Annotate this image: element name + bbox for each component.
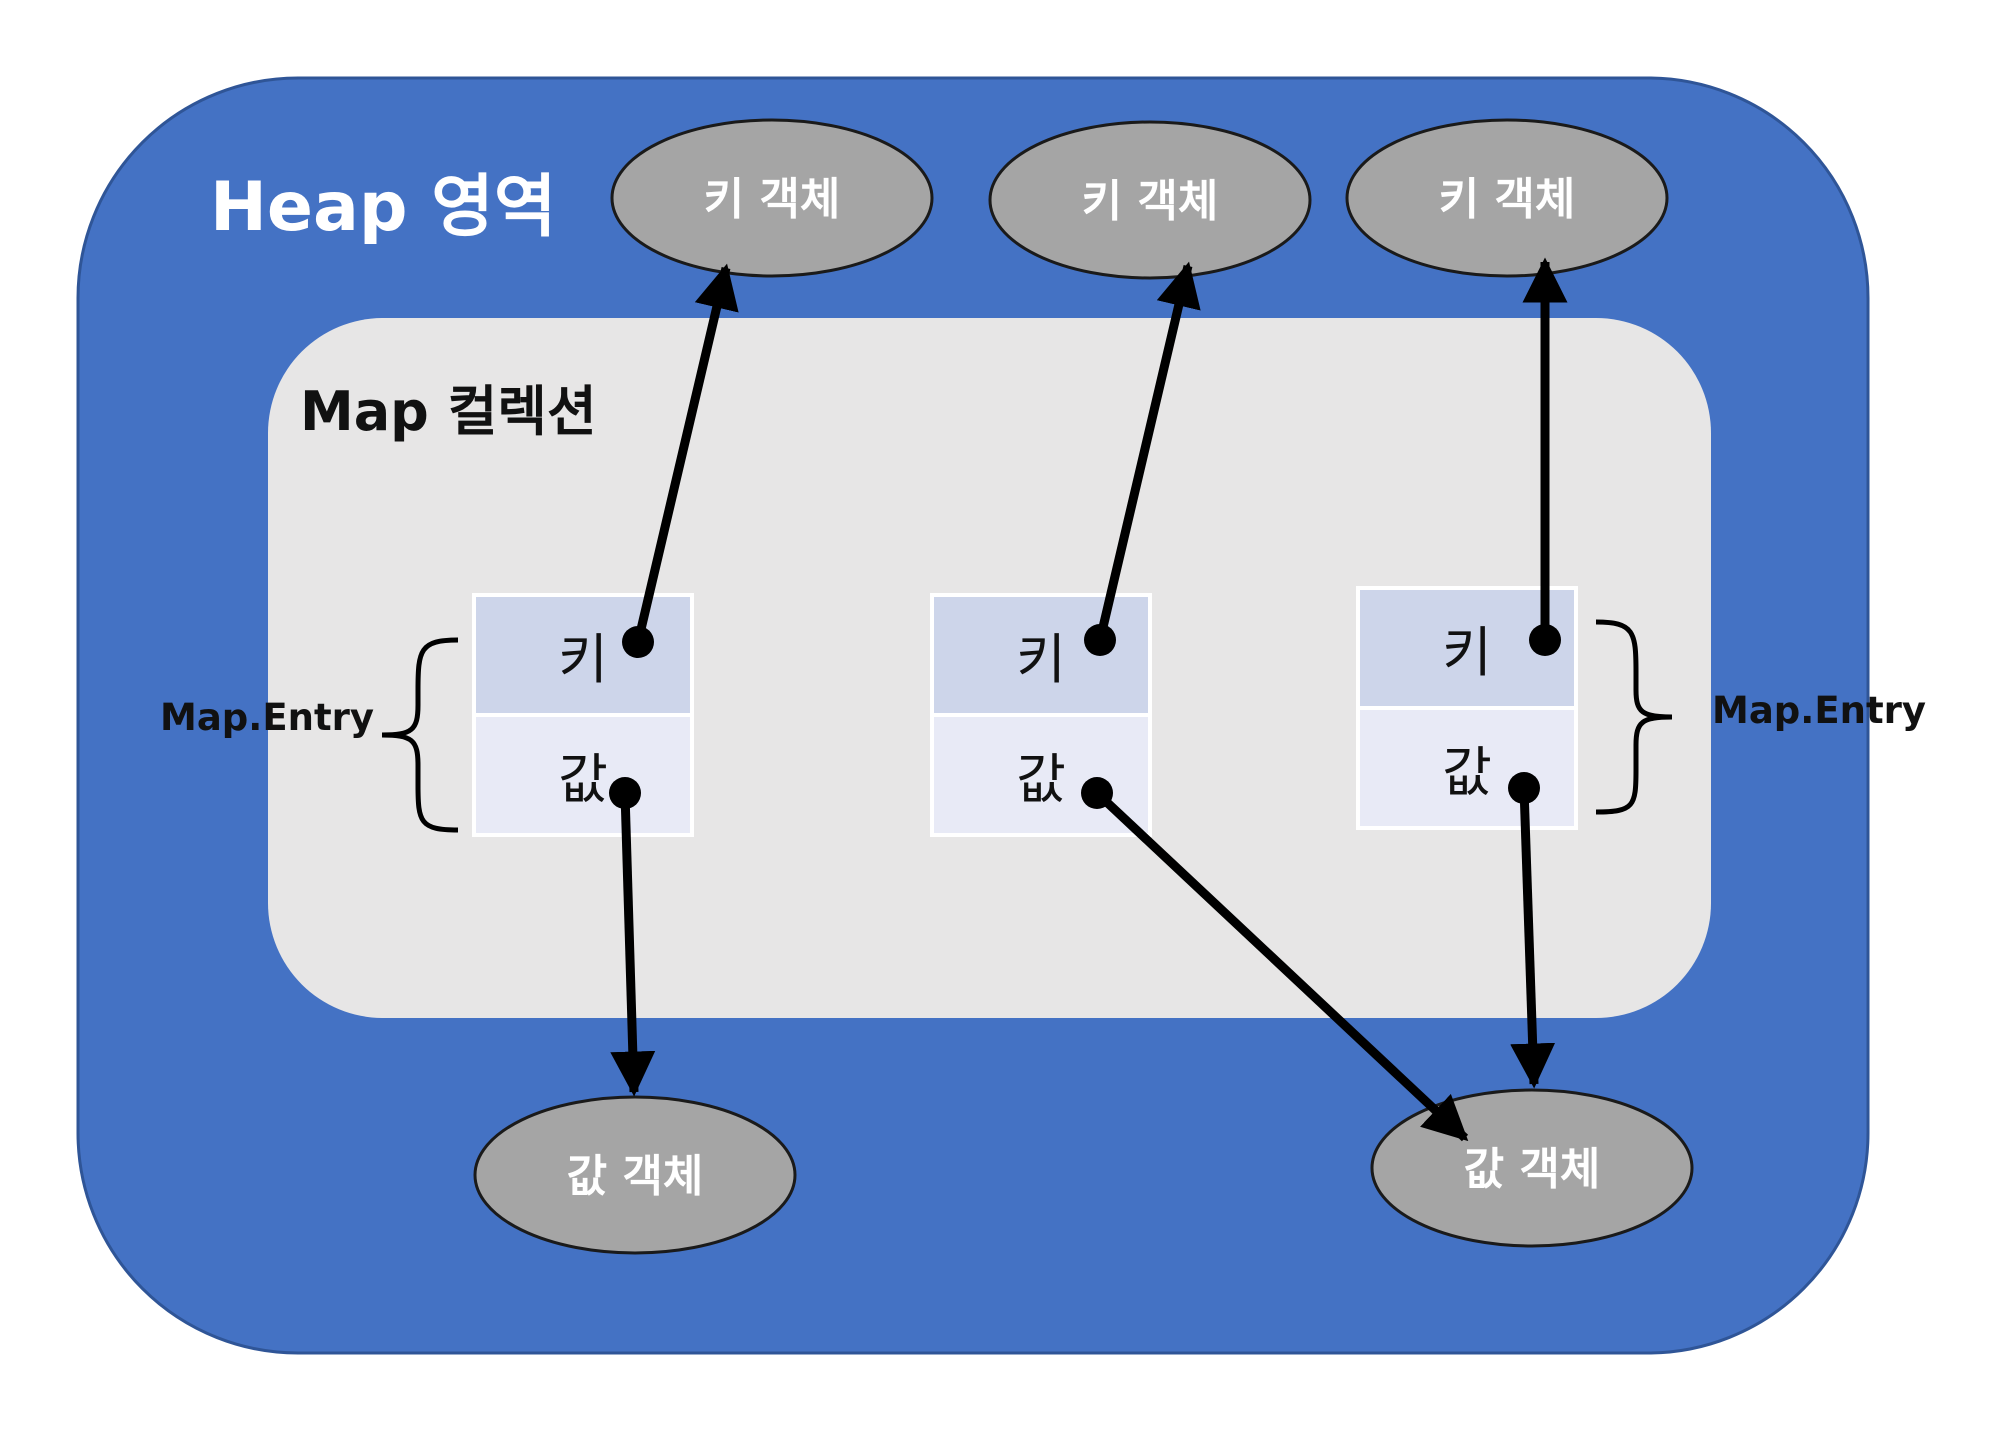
heap-title: Heap 영역	[210, 168, 556, 247]
reference-arrows	[609, 257, 1568, 1142]
key-object-1: 키 객체	[610, 118, 934, 278]
value-pointer-dot	[609, 777, 641, 809]
entry-key-cell	[472, 593, 694, 717]
value-object-2: 값 객체	[1370, 1088, 1694, 1248]
map-entry-2: 키 값	[930, 593, 1152, 837]
key-pointer-dot	[1084, 624, 1116, 656]
entry-value-label: 값	[1016, 748, 1066, 811]
key-object-label: 키 객체	[1439, 174, 1576, 225]
left-entry-annotation: Map.Entry	[160, 696, 374, 739]
key-object-3: 키 객체	[1345, 118, 1669, 278]
entry-key-label: 키	[1442, 621, 1492, 684]
right-entry-annotation: Map.Entry	[1712, 689, 1926, 732]
left-entry-brace-icon	[381, 637, 459, 833]
key-object-label: 키 객체	[1082, 176, 1219, 227]
value-pointer-dot	[1081, 777, 1113, 809]
key-object-label: 키 객체	[704, 174, 841, 225]
entry-value-cell	[472, 713, 694, 837]
value-ref-arrow-1	[610, 792, 656, 1097]
value-ref-arrow-3	[1510, 787, 1556, 1089]
key-ref-arrow-1	[633, 263, 739, 644]
key-ref-arrow-2	[1095, 261, 1201, 642]
entry-value-cell	[1356, 706, 1578, 830]
value-object-label: 값 객체	[1464, 1144, 1601, 1195]
right-entry-brace-icon	[1595, 619, 1673, 815]
map-entry-1: 키 값	[472, 593, 694, 837]
value-object-1: 값 객체	[473, 1095, 797, 1255]
value-ref-arrow-2	[1093, 789, 1469, 1142]
key-pointer-dot	[1529, 624, 1561, 656]
entry-key-label: 키	[1016, 628, 1066, 691]
key-object-2: 키 객체	[988, 120, 1312, 280]
entry-value-label: 값	[1442, 741, 1492, 804]
entry-key-label: 키	[558, 628, 608, 691]
value-object-label: 값 객체	[567, 1151, 704, 1202]
entry-value-label: 값	[558, 748, 608, 811]
entry-key-cell	[930, 593, 1152, 717]
map-collection-title: Map 컬렉션	[300, 380, 597, 443]
entry-value-cell	[930, 713, 1152, 837]
value-pointer-dot	[1508, 772, 1540, 804]
key-pointer-dot	[622, 626, 654, 658]
